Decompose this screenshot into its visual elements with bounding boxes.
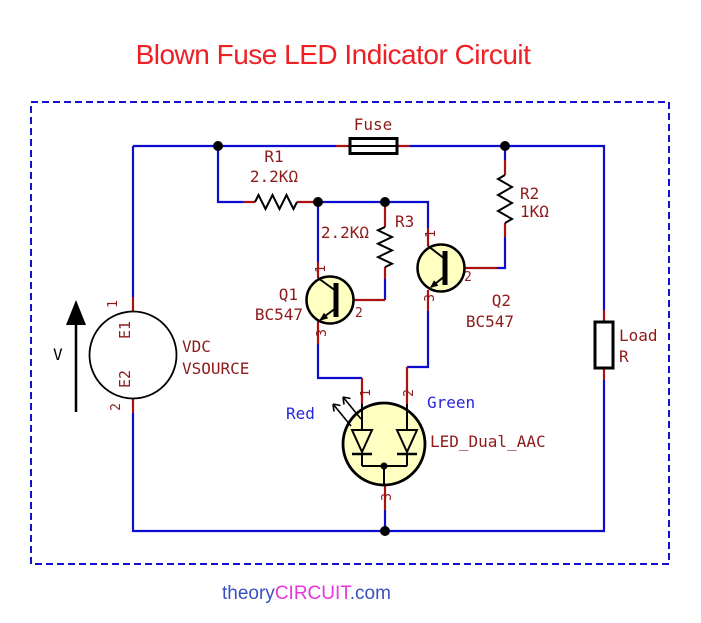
q1-body: [305, 275, 355, 325]
led-emission-arrow: [342, 396, 362, 420]
q1-value: BC547: [255, 305, 303, 324]
q1-collector-line: [317, 277, 337, 292]
vsource-e2-label: E2: [116, 370, 134, 388]
r3-value: 2.2KΩ: [321, 223, 370, 242]
resistor-r1: R1 2.2KΩ: [250, 147, 299, 212]
led-red-triangle: [350, 429, 374, 455]
r2-ref: R2: [520, 184, 539, 203]
q1-emitter-arrow: [319, 312, 329, 321]
voltage-arrow-head: [66, 300, 86, 325]
voltage-arrow-label: V: [53, 345, 63, 364]
r1-zigzag: [254, 192, 298, 212]
led-green-net-label: Green: [427, 393, 475, 412]
q1-pin3-number: 3: [315, 329, 330, 337]
load-resistor: Load R: [593, 320, 658, 370]
q2-pin2-number: 2: [464, 270, 472, 285]
r2-value: 1KΩ: [520, 202, 549, 221]
led-pin2-number: 2: [402, 389, 417, 397]
led-emission-arrows: [332, 396, 362, 427]
q1-pin2-number: 2: [355, 306, 363, 321]
fuse-component: Fuse: [348, 115, 399, 155]
load-symbol: [593, 320, 615, 370]
led-body: [341, 401, 427, 487]
wire-pin-stubs: [131, 144, 606, 510]
vsource-pin1-number: 1: [106, 300, 121, 308]
junction-dot: [380, 197, 390, 207]
led-pin3-number: 3: [380, 493, 395, 501]
footer-site-link[interactable]: theoryCIRCUIT.com: [222, 583, 391, 604]
junction-dot: [313, 197, 323, 207]
q2-collector-line: [427, 245, 446, 260]
r3-zigzag: [375, 226, 395, 269]
junction-dot: [213, 141, 223, 151]
vsource-value: VSOURCE: [182, 359, 249, 378]
transistor-q1: Q1 BC547 1 2 3: [255, 265, 363, 337]
q2-emitter-arrow: [430, 280, 439, 288]
r1-value: 2.2KΩ: [250, 167, 299, 186]
transistor-q2: Q2 BC547 1 2 3: [416, 230, 514, 331]
footer-com[interactable]: .com: [350, 583, 391, 604]
fuse-label: Fuse: [354, 115, 393, 134]
led-pin1-number: 1: [359, 389, 374, 397]
voltage-source: VDC VSOURCE E1 E2 1 2 V: [53, 300, 249, 412]
q2-body: [416, 243, 466, 293]
wire-blue-net: [131, 144, 606, 533]
q2-pin3-number: 3: [423, 294, 438, 302]
led-red-net-label: Red: [286, 404, 315, 423]
r3-ref: R3: [395, 212, 414, 231]
led-emission-arrow: [332, 403, 352, 427]
r2-zigzag: [495, 174, 515, 224]
vsource-type: VDC: [182, 337, 211, 356]
footer-theory[interactable]: theory: [222, 583, 275, 604]
r1-ref: R1: [264, 147, 283, 166]
load-ref: Load: [619, 326, 658, 345]
resistor-r2: R2 1KΩ: [495, 174, 549, 224]
q2-ref: Q2: [492, 291, 511, 310]
junction-dot: [500, 141, 510, 151]
vsource-body: [88, 310, 178, 400]
led-dual: Red Green LED_Dual_AAC 1 2 3: [286, 389, 546, 501]
q2-pin1-number: 1: [424, 230, 439, 238]
led-green-triangle: [395, 429, 419, 455]
q1-pin1-number: 1: [314, 265, 329, 273]
wires: [131, 141, 606, 536]
q1-ref: Q1: [279, 285, 298, 304]
footer-circuit[interactable]: CIRCUIT: [275, 583, 352, 604]
vsource-pin2-number: 2: [109, 403, 124, 411]
led-value: LED_Dual_AAC: [430, 432, 546, 451]
junction-dots: [213, 141, 510, 536]
q2-value: BC547: [466, 312, 514, 331]
load-value: R: [619, 347, 629, 366]
led-internal-junction: [380, 462, 388, 470]
page-title: Blown Fuse LED Indicator Circuit: [136, 39, 532, 70]
junction-dot: [380, 526, 390, 536]
vsource-e1-label: E1: [116, 321, 134, 339]
schematic-border: [30, 101, 670, 565]
led-diodes: [350, 404, 419, 484]
resistor-r3: R3 2.2KΩ: [321, 212, 414, 269]
